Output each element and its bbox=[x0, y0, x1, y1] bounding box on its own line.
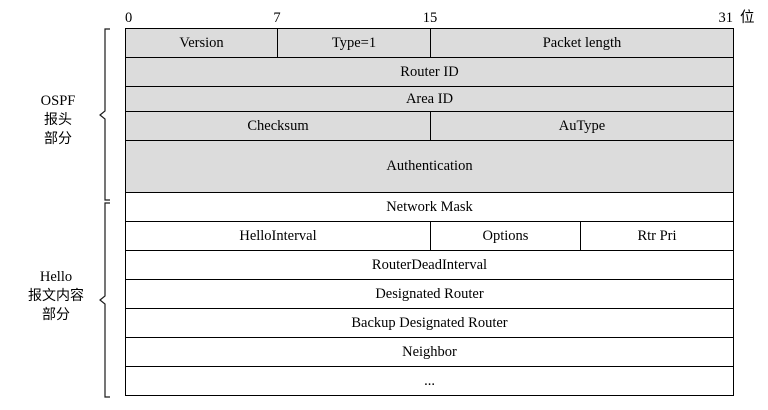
table-row: Authentication bbox=[125, 140, 734, 193]
field-options: Options bbox=[430, 221, 581, 251]
field-backup-designated-router: Backup Designated Router bbox=[125, 308, 734, 338]
field-version: Version bbox=[125, 28, 278, 58]
table-row: Designated Router bbox=[125, 279, 734, 309]
field-type: Type=1 bbox=[277, 28, 431, 58]
ospf-label-line-3: 部分 bbox=[44, 131, 72, 147]
table-row: HelloInterval Options Rtr Pri bbox=[125, 221, 734, 251]
bit-tick-15: 15 bbox=[422, 10, 438, 26]
section-label-ospf-header: OSPF 报头 部分 bbox=[18, 92, 98, 149]
field-router-dead-interval: RouterDeadInterval bbox=[125, 250, 734, 280]
bit-unit-label: 位 bbox=[740, 10, 755, 26]
bit-tick-7: 7 bbox=[273, 10, 281, 26]
section-label-hello-body: Hello 报文内容 部分 bbox=[6, 268, 106, 325]
field-area-id: Area ID bbox=[125, 86, 734, 112]
hello-label-line-1: Hello bbox=[39, 269, 73, 285]
field-packet-length: Packet length bbox=[430, 28, 734, 58]
bit-tick-0: 0 bbox=[125, 10, 133, 26]
field-network-mask: Network Mask bbox=[125, 192, 734, 222]
field-rtr-pri: Rtr Pri bbox=[580, 221, 734, 251]
field-autype: AuType bbox=[430, 111, 734, 141]
field-router-id: Router ID bbox=[125, 57, 734, 87]
field-designated-router: Designated Router bbox=[125, 279, 734, 309]
field-checksum: Checksum bbox=[125, 111, 431, 141]
bit-tick-31: 31 bbox=[718, 10, 734, 26]
ospf-label-line-2: 报头 bbox=[44, 112, 72, 128]
table-row: RouterDeadInterval bbox=[125, 250, 734, 280]
packet-format-table: Version Type=1 Packet length Router ID A… bbox=[125, 28, 734, 396]
hello-label-line-2: 报文内容 bbox=[28, 288, 84, 304]
field-authentication: Authentication bbox=[125, 140, 734, 193]
hello-label-line-3: 部分 bbox=[42, 307, 70, 323]
field-ellipsis: ... bbox=[125, 366, 734, 396]
table-row: Neighbor bbox=[125, 337, 734, 367]
bit-ruler: 0 7 15 31 bbox=[125, 8, 733, 28]
table-row: Router ID bbox=[125, 57, 734, 87]
field-hello-interval: HelloInterval bbox=[125, 221, 431, 251]
table-row: Version Type=1 Packet length bbox=[125, 28, 734, 58]
table-row: Checksum AuType bbox=[125, 111, 734, 141]
table-row: Area ID bbox=[125, 86, 734, 112]
table-row: Network Mask bbox=[125, 192, 734, 222]
table-row: Backup Designated Router bbox=[125, 308, 734, 338]
field-neighbor: Neighbor bbox=[125, 337, 734, 367]
ospf-label-line-1: OSPF bbox=[40, 93, 76, 109]
table-row: ... bbox=[125, 366, 734, 396]
